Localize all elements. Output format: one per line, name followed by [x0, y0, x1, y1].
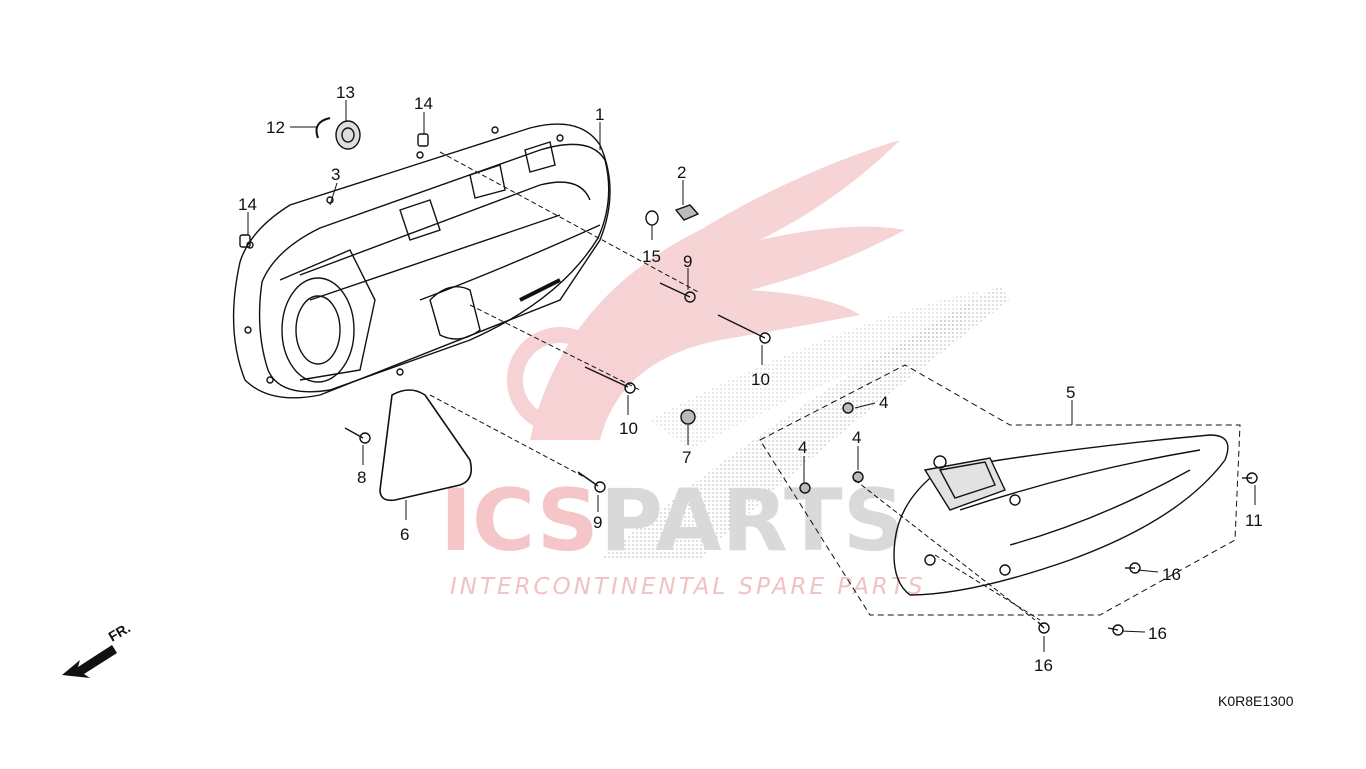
- watermark-tagline: INTERCONTINENTAL SPARE PARTS: [450, 574, 925, 600]
- front-label: FR.: [106, 619, 134, 644]
- callout-7: 7: [682, 448, 691, 467]
- callout-labels: 1 2 3 4 4 4 5 6 7 8 9 9 10 10 11 12 13 1…: [238, 83, 1263, 675]
- watermark-brand-a: ICS: [440, 471, 599, 571]
- callout-13: 13: [336, 83, 355, 102]
- front-direction-indicator: FR.: [62, 619, 133, 678]
- callout-9b: 9: [593, 513, 602, 532]
- callout-4b: 4: [852, 428, 861, 447]
- callout-14a: 14: [414, 94, 433, 113]
- callout-9a: 9: [683, 252, 692, 271]
- callout-4c: 4: [798, 438, 807, 457]
- callout-16c: 16: [1034, 656, 1053, 675]
- callout-6: 6: [400, 525, 409, 544]
- leader-lines: [247, 100, 1256, 652]
- callout-10a: 10: [751, 370, 770, 389]
- callout-16a: 16: [1162, 565, 1181, 584]
- callout-2: 2: [677, 163, 686, 182]
- callout-11: 11: [1245, 511, 1263, 530]
- wing-logo: [507, 140, 905, 440]
- halftone-streak-2: [650, 290, 980, 450]
- callout-5: 5: [1066, 383, 1075, 402]
- cover-gasket: [379, 389, 473, 502]
- diagram-code: K0R8E1300: [1218, 693, 1294, 709]
- callout-3: 3: [331, 165, 340, 184]
- callout-8: 8: [357, 468, 366, 487]
- front-arrow-icon: [62, 645, 117, 678]
- callout-10b: 10: [619, 419, 638, 438]
- left-crankcase-cover: [232, 123, 611, 399]
- callout-1: 1: [595, 105, 604, 124]
- callout-16b: 16: [1148, 624, 1167, 643]
- callout-15: 15: [642, 247, 661, 266]
- callout-12: 12: [266, 118, 285, 137]
- callout-14b: 14: [238, 195, 257, 214]
- halftone-streak: [600, 285, 1010, 560]
- callout-4a: 4: [879, 393, 888, 412]
- small-parts: [239, 117, 771, 493]
- watermark: ICS PARTS INTERCONTINENTAL SPARE PARTS: [440, 140, 1010, 600]
- watermark-brand-b: PARTS: [600, 471, 905, 571]
- assembly-frame: [759, 364, 1241, 616]
- side-cover: [799, 402, 1258, 636]
